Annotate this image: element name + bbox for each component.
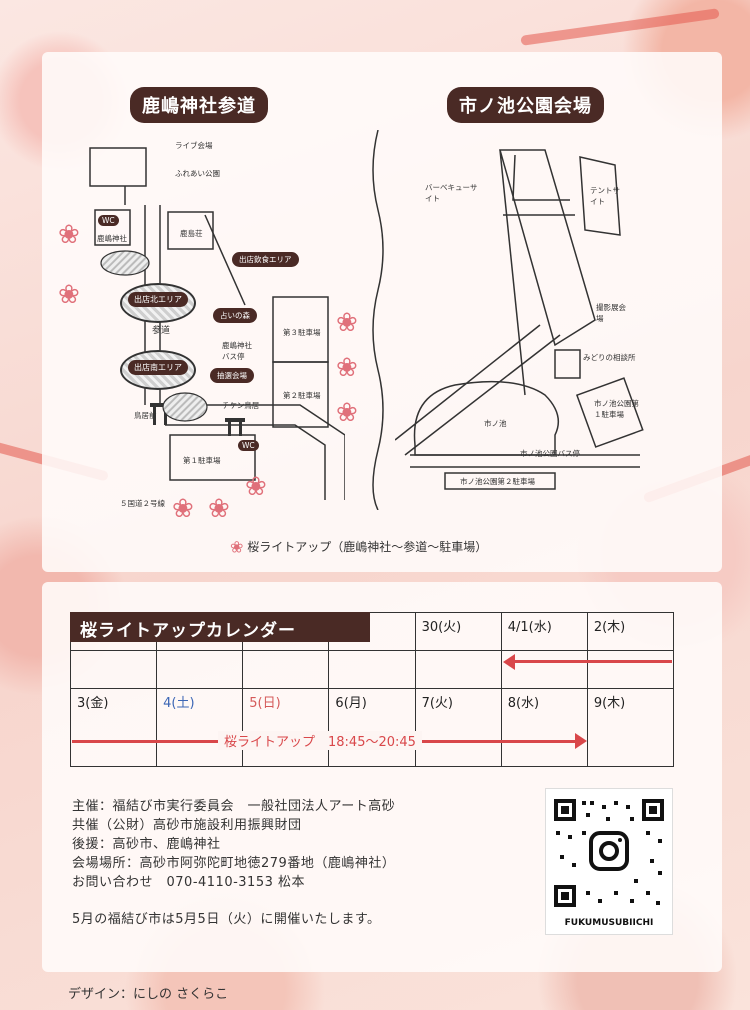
map-label-torii: 鳥居前 <box>134 411 157 420</box>
sakura-flower-icon: ❀ <box>208 494 230 524</box>
map-divider <box>372 130 384 510</box>
wc-marker: WC <box>98 215 119 226</box>
food-area-tag: 出店飲食エリア <box>232 252 299 267</box>
qr-code-pattern <box>554 799 664 907</box>
cal-day: 5(日) <box>242 688 330 767</box>
uranai-tag: 占いの森 <box>213 308 257 323</box>
cal-day: 6(月) <box>328 688 416 767</box>
cal-day: 30(火) <box>414 612 502 651</box>
legend-text: 桜ライトアップ（鹿嶋神社～参道～駐車場） <box>247 540 488 554</box>
map-label-route2: ５国道２号線 <box>120 499 165 508</box>
lottery-tag: 抽選会場 <box>210 368 254 383</box>
map-label-pond: 市ノ池 <box>484 419 507 428</box>
design-credit: デザイン：にしの さくらこ <box>68 987 229 1002</box>
sando-label: 参道 <box>152 326 171 336</box>
sakura-flower-icon: ❀ <box>58 280 80 310</box>
instagram-qr-code[interactable]: FUKUMUSUBIICHI <box>545 788 673 935</box>
cal-day: 2(木) <box>586 612 675 651</box>
map-label-shrine: 鹿嶋神社 <box>97 234 127 243</box>
map-label-kashima-so: 鹿島荘 <box>180 229 203 238</box>
sakura-flower-icon: ❀ <box>336 308 358 338</box>
sakura-flower-icon: ❀ <box>245 472 267 502</box>
cal-day: 9(木) <box>586 688 675 767</box>
ichinoike-map-title: 市ノ池公園会場 <box>447 87 604 123</box>
info-venue: 会場場所：高砂市阿弥陀町地徳279番地（鹿嶋神社） <box>72 856 396 871</box>
wc-marker: WC <box>238 440 259 451</box>
lightup-time-label: 桜ライトアップ 18:45～20:45 <box>218 731 422 750</box>
sakura-flower-icon: ❀ <box>336 353 358 383</box>
arrow-right-icon <box>575 733 587 749</box>
info-cohost: 共催（公財）高砂市施設利用振興財団 <box>72 818 302 833</box>
map-label-photo: 撮影展会場 <box>596 303 626 323</box>
cal-day: 7(火) <box>414 688 502 767</box>
cal-day: 8(水) <box>500 688 588 767</box>
map-label-midori: みどりの相談所 <box>583 353 636 362</box>
calendar-title: 桜ライトアップカレンダー <box>70 612 370 642</box>
map-label-parking2: 第２駐車場 <box>283 391 321 400</box>
map-label-bbq: バーベキューサイト <box>425 183 478 203</box>
ichinoike-map-drawing <box>395 149 644 490</box>
arrow-left-icon <box>503 654 515 670</box>
sakura-flower-icon: ❀ <box>172 494 194 524</box>
cal-day: 4(土) <box>156 688 244 767</box>
map-legend: ❀ 桜ライトアップ（鹿嶋神社～参道～駐車場） <box>230 538 487 556</box>
south-vendor-zone-label: 出店南エリア <box>128 360 188 375</box>
sakura-flower-icon: ❀ <box>58 220 80 250</box>
info-contact: お問い合わせ 070-4110-3153 松本 <box>72 875 305 890</box>
map-label-parking1: 第１駐車場 <box>183 456 221 465</box>
map-label-chikin: チケン鳥居 <box>222 401 260 410</box>
info-support: 後援：高砂市、鹿嶋神社 <box>72 837 221 852</box>
map-label-park-parking2: 市ノ池公園第２駐車場 <box>460 477 535 486</box>
sakura-flower-icon: ❀ <box>230 537 244 557</box>
lightup-arrow-line <box>510 660 672 663</box>
map-label-live-venue: ライブ会場 <box>175 141 213 150</box>
cal-day: 4/1(水) <box>500 612 588 651</box>
map-label-park-bus: 市ノ池公園バス停 <box>520 449 580 458</box>
north-vendor-zone-label: 出店北エリア <box>128 292 188 307</box>
map-label-park-parking1: 市ノ池公園第１駐車場 <box>594 399 639 419</box>
map-label-fureai-park: ふれあい公園 <box>175 169 220 178</box>
kashima-map-title: 鹿嶋神社参道 <box>130 87 268 123</box>
info-notice: 5月の福結び市は5月5日（火）に開催いたします。 <box>72 912 381 927</box>
map-label-tent: テントサイト <box>590 186 620 206</box>
qr-label: FUKUMUSUBIICHI <box>564 918 654 928</box>
sakura-flower-icon: ❀ <box>336 398 358 428</box>
cal-day: 3(金) <box>69 688 158 767</box>
map-label-bus-stop: 鹿嶋神社バス停 <box>222 341 252 361</box>
map-label-parking3: 第３駐車場 <box>283 328 321 337</box>
info-host: 主催：福結び市実行委員会 一般社団法人アート高砂 <box>72 799 396 814</box>
